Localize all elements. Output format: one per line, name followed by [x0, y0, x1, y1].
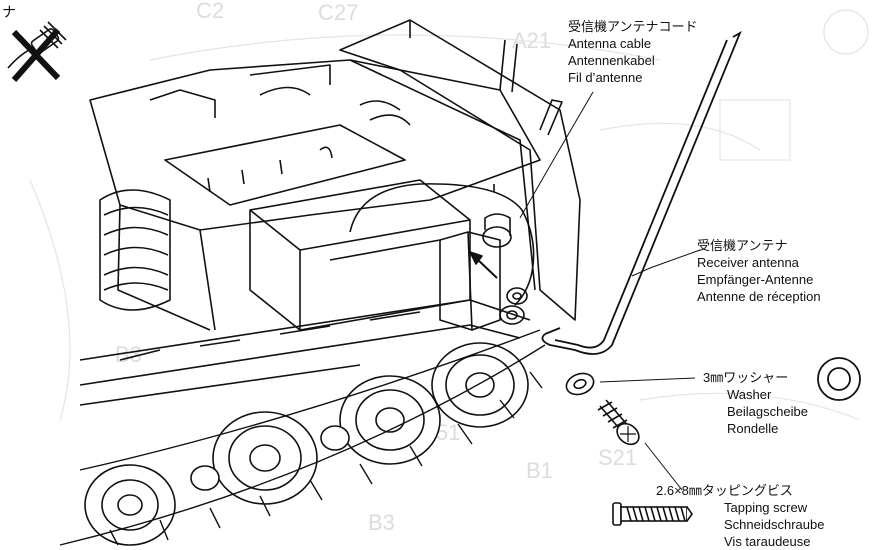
partial-heading-text: ナ — [2, 4, 16, 20]
receiver-antenna-en: Receiver antenna — [697, 255, 799, 270]
washer-de: Beilagscheibe — [727, 404, 808, 419]
track-links — [59, 329, 546, 546]
screw-part — [597, 399, 640, 446]
antenna-cable-label: 受信機アンテナコード Antenna cable Antennenkabel F… — [568, 18, 697, 86]
washer-part — [565, 372, 595, 396]
washer-icon — [817, 357, 861, 401]
antenna-cable-drawing — [349, 183, 535, 325]
ghost-c2: C2 — [196, 0, 224, 23]
tapping-screw-fr: Vis taraudeuse — [724, 534, 811, 549]
antenna-cable-en: Antenna cable — [568, 36, 652, 51]
washer-jp: 3㎜ワッシャー — [703, 370, 789, 385]
leader-lines — [519, 91, 701, 491]
crossed-out-antenna-icon — [7, 21, 67, 82]
receiver-antenna-jp: 受信機アンテナ — [697, 238, 788, 253]
tapping-screw-icon — [612, 502, 693, 526]
antenna-cable-fr: Fil d’antenne — [568, 70, 643, 85]
ghost-s21: S21 — [598, 445, 637, 470]
tapping-screw-en: Tapping screw — [724, 500, 808, 515]
washer-fr: Rondelle — [727, 421, 779, 436]
partial-heading: ナ — [2, 4, 16, 21]
tapping-screw-de: Schneidschraube — [724, 517, 825, 532]
ghost-c27: C27 — [318, 0, 358, 25]
tapping-screw-label: 2.6×8㎜タッピングビス Tapping screw Schneidschra… — [656, 482, 824, 550]
ghost-b1: B1 — [526, 458, 553, 483]
washer-label: 3㎜ワッシャー Washer Beilagscheibe Rondelle — [703, 369, 808, 437]
background-ghost-shapes — [29, 9, 869, 421]
antenna-cable-jp: 受信機アンテナコード — [568, 19, 698, 34]
antenna-cable-de: Antennenkabel — [568, 53, 655, 68]
tank-hull-drawing — [79, 19, 581, 406]
washer-en: Washer — [727, 387, 772, 402]
tapping-screw-jp: 2.6×8㎜タッピングビス — [656, 483, 793, 498]
receiver-antenna-drawing — [541, 30, 742, 355]
receiver-antenna-label: 受信機アンテナ Receiver antenna Empfänger-Anten… — [697, 237, 821, 305]
ghost-b3b: B3 — [368, 510, 395, 535]
receiver-antenna-fr: Antenne de réception — [697, 289, 821, 304]
receiver-antenna-de: Empfänger-Antenne — [697, 272, 814, 287]
